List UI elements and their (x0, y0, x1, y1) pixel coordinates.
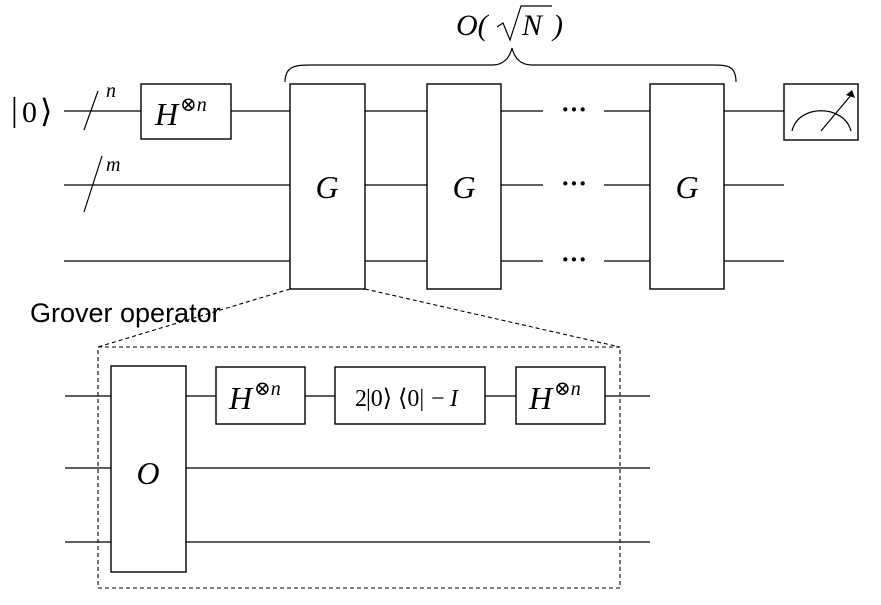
register-slash-middle (83, 155, 103, 213)
circuit-wires (64, 110, 784, 262)
ellipsis-top: ··· (561, 95, 587, 124)
detail-dashed-frame (97, 346, 621, 589)
complexity-prefix: O( (456, 9, 490, 42)
hadamard-power: ⊗n (180, 94, 207, 116)
repetition-brace (284, 47, 737, 83)
register-width-n: n (106, 80, 116, 102)
input-ket-value: 0 (22, 96, 37, 129)
ellipsis-bottom: ··· (561, 245, 587, 274)
grover-operator-title: Grover operator (30, 298, 221, 328)
input-ket-left: | (11, 92, 18, 129)
grover-gate-3: G (649, 83, 725, 290)
meter-icon (783, 83, 859, 141)
input-ket-right: ⟩ (40, 93, 52, 129)
phase-bra: ⟨0| (398, 386, 424, 412)
register-slash-top (83, 90, 99, 131)
oracle-label: O (136, 455, 159, 491)
hadamard-symbol: H (154, 96, 180, 132)
oracle-gate: O (110, 365, 187, 573)
phase-coefficient: 2 (355, 386, 367, 412)
grover-gate-1-label: G (315, 169, 338, 205)
detail-hadamard-1-symbol: H (228, 380, 254, 416)
complexity-argument: N (521, 9, 544, 42)
phase-identity: I (449, 386, 459, 412)
register-width-m: m (106, 154, 120, 176)
zoom-line-right (364, 288, 621, 348)
phase-reflection-gate: 2 |0⟩ ⟨0| − I (334, 366, 486, 425)
grover-gate-1: G (289, 83, 366, 290)
hadamard-gate: H ⊗n (140, 83, 232, 140)
detail-hadamard-gate-1: H ⊗n (215, 366, 306, 425)
detail-hadamard-2-power: ⊗n (554, 378, 581, 400)
detail-hadamard-1-power: ⊗n (254, 378, 281, 400)
grover-gate-2-label: G (452, 169, 475, 205)
grover-operator-detail: O H ⊗n 2 |0⟩ ⟨0| − I H ⊗n (65, 346, 650, 589)
sqrt-radical-icon (496, 5, 552, 42)
detail-hadamard-2-symbol: H (528, 380, 554, 416)
phase-ket: |0⟩ (366, 386, 392, 412)
grover-gate-2: G (426, 83, 502, 290)
zoom-line-left (97, 288, 291, 348)
grover-gate-3-label: G (675, 169, 698, 205)
phase-minus: − (431, 386, 445, 412)
complexity-suffix: ) (551, 9, 563, 42)
ellipsis-middle: ··· (561, 169, 587, 198)
detail-hadamard-gate-2: H ⊗n (515, 366, 606, 425)
complexity-label: O( N ) (456, 5, 563, 42)
